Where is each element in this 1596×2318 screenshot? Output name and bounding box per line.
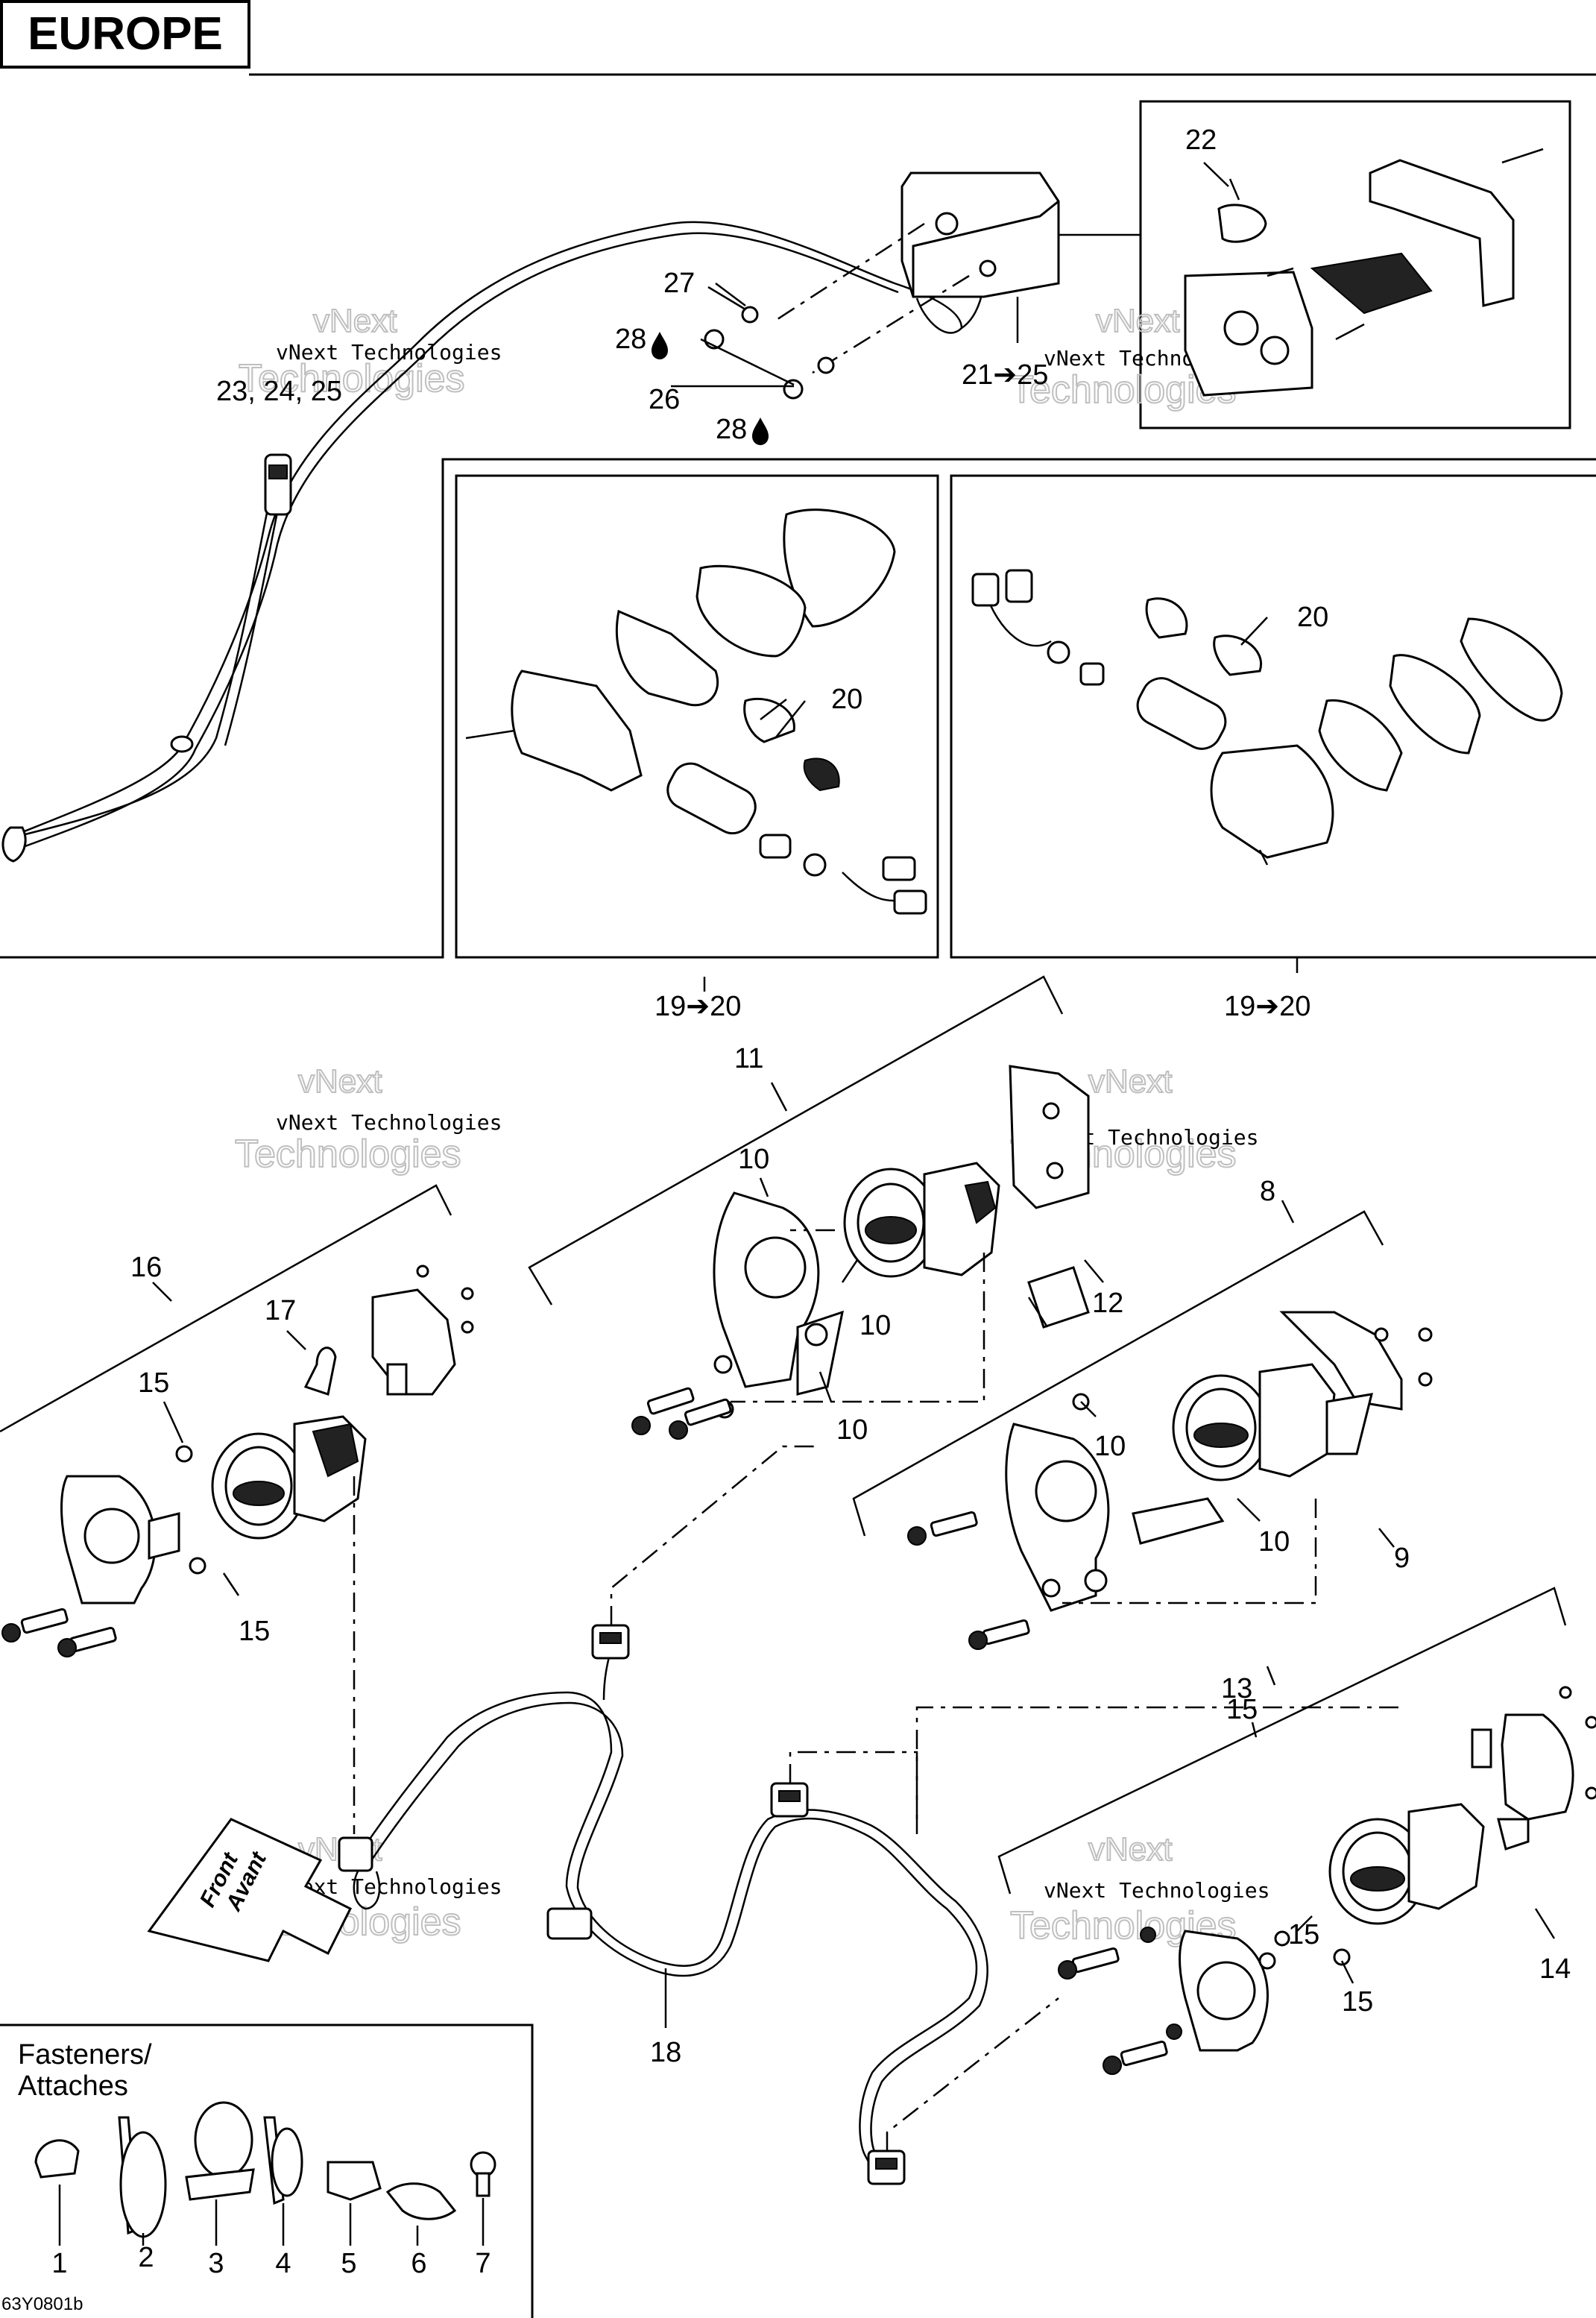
callout-20-right: 20 bbox=[1297, 602, 1328, 633]
fastener-2: 2 bbox=[138, 2242, 154, 2273]
callout-20-left: 20 bbox=[831, 684, 862, 715]
left-turn-signal bbox=[465, 508, 927, 915]
callout-10-b: 10 bbox=[859, 1310, 891, 1341]
callout-15-e: 15 bbox=[1342, 1986, 1373, 2018]
svg-text:vNext: vNext bbox=[1096, 303, 1179, 339]
left-turn-signal-frame bbox=[455, 474, 939, 959]
fasteners-frame bbox=[0, 2023, 534, 2318]
callout-15-a: 15 bbox=[138, 1367, 169, 1399]
callout-27: 27 bbox=[663, 268, 695, 299]
callout-10-d: 10 bbox=[1094, 1431, 1126, 1462]
oil-drop-icon bbox=[652, 332, 668, 359]
right-turn-signal bbox=[971, 569, 1563, 866]
fasteners-panel: Fasteners/ Attaches 1 2 3 4 5 6 7 bbox=[18, 2039, 496, 2279]
callout-8: 8 bbox=[1260, 1176, 1275, 1207]
front-harness bbox=[338, 1445, 1059, 2185]
svg-text:vNext Technologies: vNext Technologies bbox=[276, 1110, 502, 1135]
tail-light-detail bbox=[1184, 148, 1544, 397]
callout-17: 17 bbox=[265, 1295, 296, 1326]
callout-14: 14 bbox=[1539, 1953, 1571, 1985]
tail-light bbox=[700, 171, 1141, 400]
page-title: EUROPE bbox=[28, 8, 223, 60]
left-panel-frame bbox=[0, 458, 1596, 959]
callout-15-d: 15 bbox=[1288, 1919, 1319, 1950]
svg-text:vNext Technologies: vNext Technologies bbox=[1044, 1878, 1269, 1903]
svg-text:Technologies: Technologies bbox=[235, 1133, 461, 1176]
fastener-7: 7 bbox=[475, 2248, 491, 2279]
callout-12: 12 bbox=[1092, 1288, 1123, 1319]
fastener-5: 5 bbox=[341, 2248, 356, 2279]
callout-18: 18 bbox=[650, 2037, 681, 2068]
right-turn-signal-frame bbox=[950, 474, 1596, 959]
callout-13: 13 bbox=[1221, 1673, 1252, 1704]
title-block: EUROPE bbox=[0, 0, 1596, 76]
watermark: vNext Technologies vNext Technologies vN… bbox=[234, 302, 1269, 1948]
svg-text:Technologies: Technologies bbox=[239, 357, 465, 400]
headlight-11 bbox=[528, 975, 1090, 1440]
callout-15-c: 15 bbox=[1226, 1694, 1258, 1725]
svg-text:vNext: vNext bbox=[1088, 1063, 1172, 1100]
fastener-4: 4 bbox=[275, 2248, 291, 2279]
leader-lines bbox=[152, 162, 1556, 2028]
callout-16: 16 bbox=[130, 1252, 162, 1283]
svg-text:vNext: vNext bbox=[1088, 1831, 1172, 1868]
headlight-16 bbox=[0, 1184, 474, 1834]
svg-text:vNext: vNext bbox=[313, 303, 397, 339]
fastener-3: 3 bbox=[208, 2248, 224, 2279]
callout-11: 11 bbox=[734, 1043, 763, 1074]
fastener-1: 1 bbox=[51, 2248, 67, 2279]
svg-text:vNext Technologies: vNext Technologies bbox=[276, 340, 502, 365]
oil-drop-icon bbox=[752, 418, 769, 445]
callout-10-a: 10 bbox=[738, 1144, 769, 1175]
callout-28-upper: 28 bbox=[615, 324, 646, 355]
callouts: 22 27 28 26 28 21➔25 23, 24, 25 20 20 19… bbox=[130, 125, 1571, 2068]
fastener-6: 6 bbox=[411, 2248, 426, 2279]
callout-15-b: 15 bbox=[239, 1616, 270, 1647]
front-direction-arrow: Front Avant bbox=[147, 1818, 353, 1962]
callout-10-c: 10 bbox=[836, 1414, 868, 1446]
callout-28-lower: 28 bbox=[716, 414, 747, 445]
attaches-title: Attaches bbox=[18, 2070, 128, 2102]
tail-light-detail-frame bbox=[1139, 100, 1571, 429]
callout-23-24-25: 23, 24, 25 bbox=[216, 376, 342, 407]
diagram-code: 63Y0801b bbox=[1, 2294, 83, 2314]
fasteners-title: Fasteners/ bbox=[18, 2039, 152, 2070]
headlight-13 bbox=[915, 1587, 1596, 2075]
callout-19-20-right: 19➔20 bbox=[1224, 991, 1310, 1022]
callout-21-25: 21➔25 bbox=[962, 359, 1048, 391]
callout-19-20-left: 19➔20 bbox=[655, 991, 741, 1022]
headlight-8 bbox=[852, 1210, 1433, 1650]
callout-22: 22 bbox=[1185, 125, 1217, 156]
callout-10-e: 10 bbox=[1258, 1526, 1290, 1558]
callout-9: 9 bbox=[1394, 1543, 1410, 1574]
callout-26: 26 bbox=[649, 384, 680, 415]
svg-text:vNext: vNext bbox=[298, 1063, 382, 1100]
